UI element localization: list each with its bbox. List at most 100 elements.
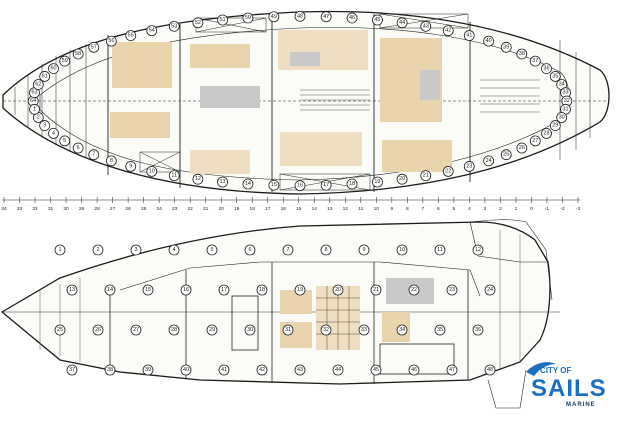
plan-callout: 56 (108, 38, 114, 44)
profile-callout-circle (282, 324, 294, 336)
profile-callout: 22 (411, 287, 417, 293)
profile-callout: 2 (96, 247, 99, 253)
plan-callout-circle (320, 179, 332, 191)
profile-callout: 16 (183, 287, 189, 293)
plan-callout-circle (529, 55, 541, 67)
profile-callout: 10 (399, 247, 405, 253)
plan-callout: 26 (519, 145, 525, 151)
profile-callout-circle (142, 364, 154, 376)
plan-callout: 49 (271, 14, 277, 20)
plan-callout-circle (556, 112, 568, 123)
plan-callout-circle (105, 35, 117, 47)
plan-callout: 25 (503, 152, 509, 158)
profile-callout-circle (92, 324, 104, 336)
plan-callout: 34 (559, 81, 565, 87)
scale-tick-label: 21 (203, 206, 209, 212)
profile-callout-circle (180, 364, 192, 376)
profile-callout: 35 (437, 327, 443, 333)
plan-callout: 15 (271, 182, 277, 188)
plan-callout: 58 (75, 51, 81, 57)
profile-callout-circle (104, 364, 116, 376)
plan-bow-frames (14, 40, 591, 160)
scale-tick-label: 7 (422, 206, 425, 212)
profile-callout: 1 (58, 247, 61, 253)
profile-callout: 3 (134, 247, 137, 253)
scale-tick-label: 15 (296, 206, 302, 212)
plan-callout-circle (146, 25, 158, 37)
plan-callout: 63 (31, 90, 37, 96)
plan-head (110, 112, 170, 138)
profile-callout-circle (206, 244, 218, 256)
profile-callout-circle (66, 284, 78, 296)
scale-tick-label: 11 (358, 206, 363, 212)
profile-callout: 7 (286, 247, 289, 253)
profile-callout: 26 (95, 327, 101, 333)
scale-tick-label: 8 (406, 206, 409, 212)
scale-tick-label: 32 (32, 206, 38, 212)
plan-callout: 13 (219, 179, 225, 185)
scale-tick-label: 29 (79, 206, 85, 212)
plan-callout-circle (346, 12, 358, 24)
profile-callout-circle (256, 284, 268, 296)
plan-callout-circle (541, 127, 552, 139)
plan-callout-circle (420, 20, 432, 32)
profile-callout: 30 (247, 327, 253, 333)
plan-callout: 19 (374, 179, 380, 185)
plan-callout: 60 (50, 66, 56, 72)
plan-callout: 45 (374, 17, 380, 23)
plan-callout: 29 (552, 123, 558, 129)
plan-callout-circle (168, 170, 180, 182)
scale-tick-label: 9 (391, 206, 394, 212)
plan-callout-circle (268, 179, 280, 191)
plan-callout: 16 (297, 183, 303, 189)
profile-callout: 27 (133, 327, 139, 333)
profile-callout: 21 (373, 287, 379, 293)
profile-callout: 29 (209, 327, 215, 333)
profile-callout-circle (92, 244, 104, 256)
profile-callout-circle (484, 364, 496, 376)
profile-callout: 8 (324, 247, 327, 253)
logo-line-bottom: MARINE (566, 402, 596, 408)
plan-forward-cabin (112, 42, 172, 88)
plan-callout: 44 (399, 20, 405, 26)
profile-callout-circle (408, 364, 420, 376)
profile-callout: 19 (297, 287, 303, 293)
profile-callout-circle (244, 324, 256, 336)
plan-callout-circle (483, 35, 495, 47)
plan-callout: 3 (43, 123, 46, 129)
plan-saloon-table (200, 86, 260, 108)
scale-tick-label: -3 (576, 206, 581, 212)
profile-callout: 23 (449, 287, 455, 293)
plan-callout: 2 (37, 115, 40, 121)
profile-callout-circle (370, 364, 382, 376)
plan-callout: 42 (445, 28, 451, 34)
profile-callout: 41 (221, 367, 227, 373)
plan-callout-circle (372, 14, 383, 26)
profile-callout-circle (54, 244, 66, 256)
profile-callout: 46 (411, 367, 417, 373)
profile-rudder (487, 369, 527, 409)
plan-callout-circle (541, 63, 552, 75)
profile-callout-circle (168, 324, 180, 336)
profile-callout-circle (434, 324, 446, 336)
plan-callout: 33 (562, 90, 568, 96)
profile-callout: 18 (259, 287, 265, 293)
profile-callout-circle (472, 244, 484, 256)
plan-callout-circle (88, 41, 100, 53)
plan-callout: 40 (486, 38, 492, 44)
plan-callout-circle (268, 11, 280, 23)
profile-stern-pulpit (469, 219, 553, 301)
plan-callout-circle (72, 48, 84, 60)
scale-tick-label: 14 (312, 206, 318, 212)
plan-callout-circle (242, 12, 254, 24)
plan-callout-circle (168, 20, 180, 32)
plan-callout-circle (483, 155, 495, 167)
profile-callout: 37 (69, 367, 75, 373)
plan-callout: 18 (349, 181, 355, 187)
profile-callout: 42 (259, 367, 265, 373)
profile-callout: 44 (335, 367, 341, 373)
plan-callout-circle (320, 11, 332, 23)
profile-callout: 36 (475, 327, 481, 333)
scale-tick-label: 22 (187, 206, 193, 212)
